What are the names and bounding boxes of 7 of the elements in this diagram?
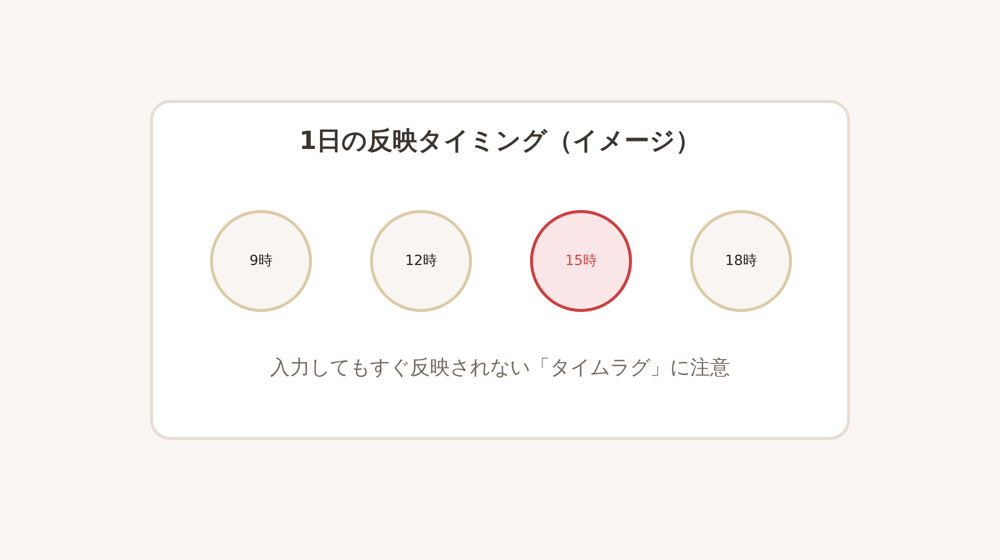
time-label: 12時 [405, 252, 437, 270]
time-label: 18時 [725, 252, 757, 270]
heading: 1日の反映タイミング（イメージ） [298, 125, 702, 157]
time-label: 9時 [250, 252, 272, 270]
time-label: 15時 [565, 252, 597, 270]
note-text: 入力してもすぐ反映されない「タイムラグ」に注意 [269, 354, 731, 381]
card-panel [150, 100, 850, 440]
